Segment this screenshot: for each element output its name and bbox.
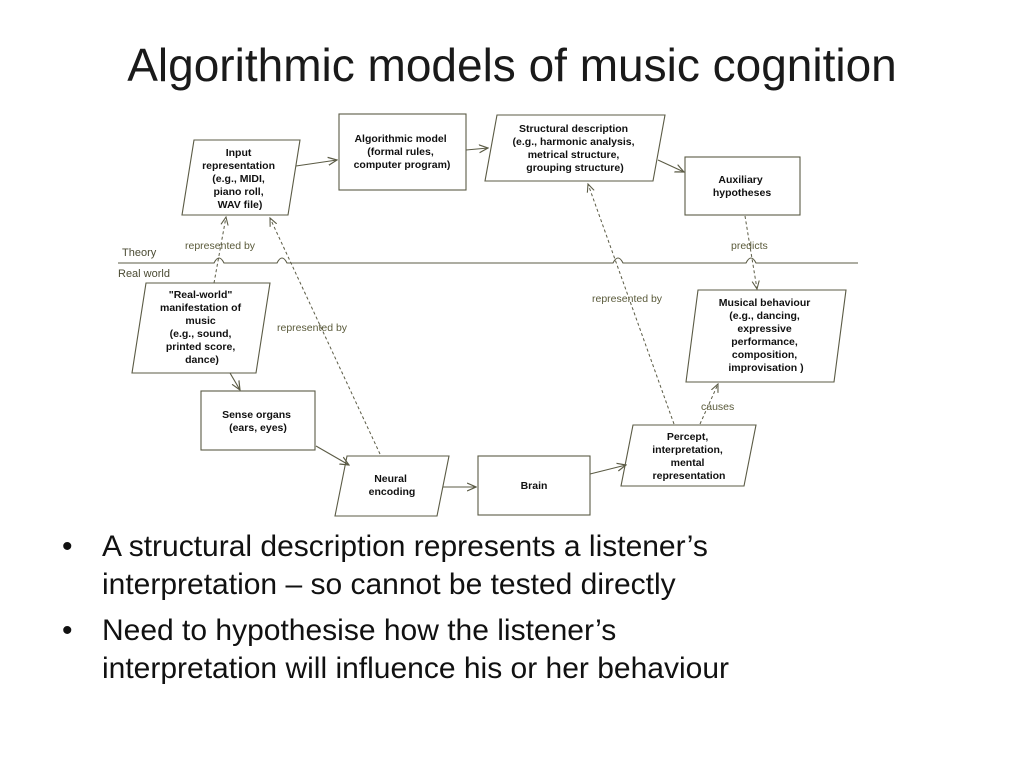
svg-text:"Real-world" manifestati: "Real-world" manifestation of music (e.g… [160, 289, 244, 366]
theory-realworld-divider [118, 257, 858, 264]
bullet-text-line: A structural description represents a li… [102, 530, 708, 563]
svg-text:Brain: Brain [521, 480, 548, 492]
arrow-brain-to-percept [589, 465, 626, 475]
theory-label: Theory [122, 247, 157, 259]
dashed-neural-to-input [270, 218, 381, 455]
node-percept: Percept, interpretation, mental represen… [620, 424, 757, 487]
svg-text:Sense organs (ears, eyes: Sense organs (ears, eyes) [222, 409, 294, 434]
label-represented-by-3: represented by [592, 293, 663, 305]
bullet-text-line: interpretation – so cannot be tested dir… [102, 568, 676, 601]
real-world-label: Real world [118, 268, 170, 280]
bullet-item: • Need to hypothesise how the listener’s… [60, 612, 1000, 688]
node-input-representation: Input representation (e.g., MIDI, piano … [181, 139, 301, 216]
dashed-percept-to-behaviour [699, 384, 718, 425]
bullet-marker: • [62, 530, 73, 563]
node-auxiliary-hypotheses: Auxiliary hypotheses [684, 156, 801, 216]
node-neural-encoding: Neural encoding [334, 455, 450, 517]
bullet-text-line: interpretation will influence his or her… [102, 652, 730, 685]
svg-text:Neural encoding: Neural encoding [369, 473, 416, 498]
arrow-realworld-to-sense [229, 372, 240, 390]
slide-title: Algorithmic models of music cognition [127, 39, 897, 91]
node-algorithmic-model: Algorithmic model (formal rules, compute… [338, 113, 467, 191]
dashed-percept-to-structural [588, 184, 675, 425]
svg-text:Algorithmic model (forma: Algorithmic model (formal rules, compute… [354, 133, 451, 171]
bullet-item: • A structural description represents a … [60, 528, 1000, 604]
bullet-list: • A structural description represents a … [60, 528, 1000, 696]
node-real-world-music: "Real-world" manifestation of music (e.g… [131, 282, 271, 374]
svg-text:Auxiliary hypotheses: Auxiliary hypotheses [713, 174, 772, 199]
arrow-input-to-algorithm [295, 160, 337, 167]
bullet-text-line: Need to hypothesise how the listener’s [102, 614, 617, 647]
dashed-auxiliary-to-behaviour [744, 215, 757, 289]
svg-text:Input representation: Input representation (e.g., MIDI, piano … [202, 147, 278, 211]
svg-text:Structural description (: Structural description (e.g., harmonic a… [513, 123, 638, 174]
arrow-algorithm-to-structural [465, 148, 488, 150]
node-sense-organs: Sense organs (ears, eyes) [200, 390, 316, 451]
node-musical-behaviour: Musical behaviour (e.g., dancing, expres… [685, 289, 847, 383]
arrow-sense-to-neural [315, 445, 349, 465]
arrow-structural-to-auxiliary [657, 159, 684, 172]
dashed-realworld-to-input [213, 217, 226, 284]
label-represented-by-2: represented by [277, 322, 348, 334]
label-predicts: predicts [731, 240, 768, 252]
bullet-marker: • [62, 614, 73, 647]
label-represented-by-1: represented by [185, 240, 256, 252]
node-structural-description: Structural description (e.g., harmonic a… [484, 114, 666, 182]
node-brain: Brain [477, 455, 591, 516]
svg-text:Percept, interpretation,: Percept, interpretation, mental represen… [652, 431, 726, 482]
label-causes: causes [701, 401, 734, 413]
svg-text:Musical behaviour (e.g.,: Musical behaviour (e.g., dancing, expres… [719, 297, 814, 374]
